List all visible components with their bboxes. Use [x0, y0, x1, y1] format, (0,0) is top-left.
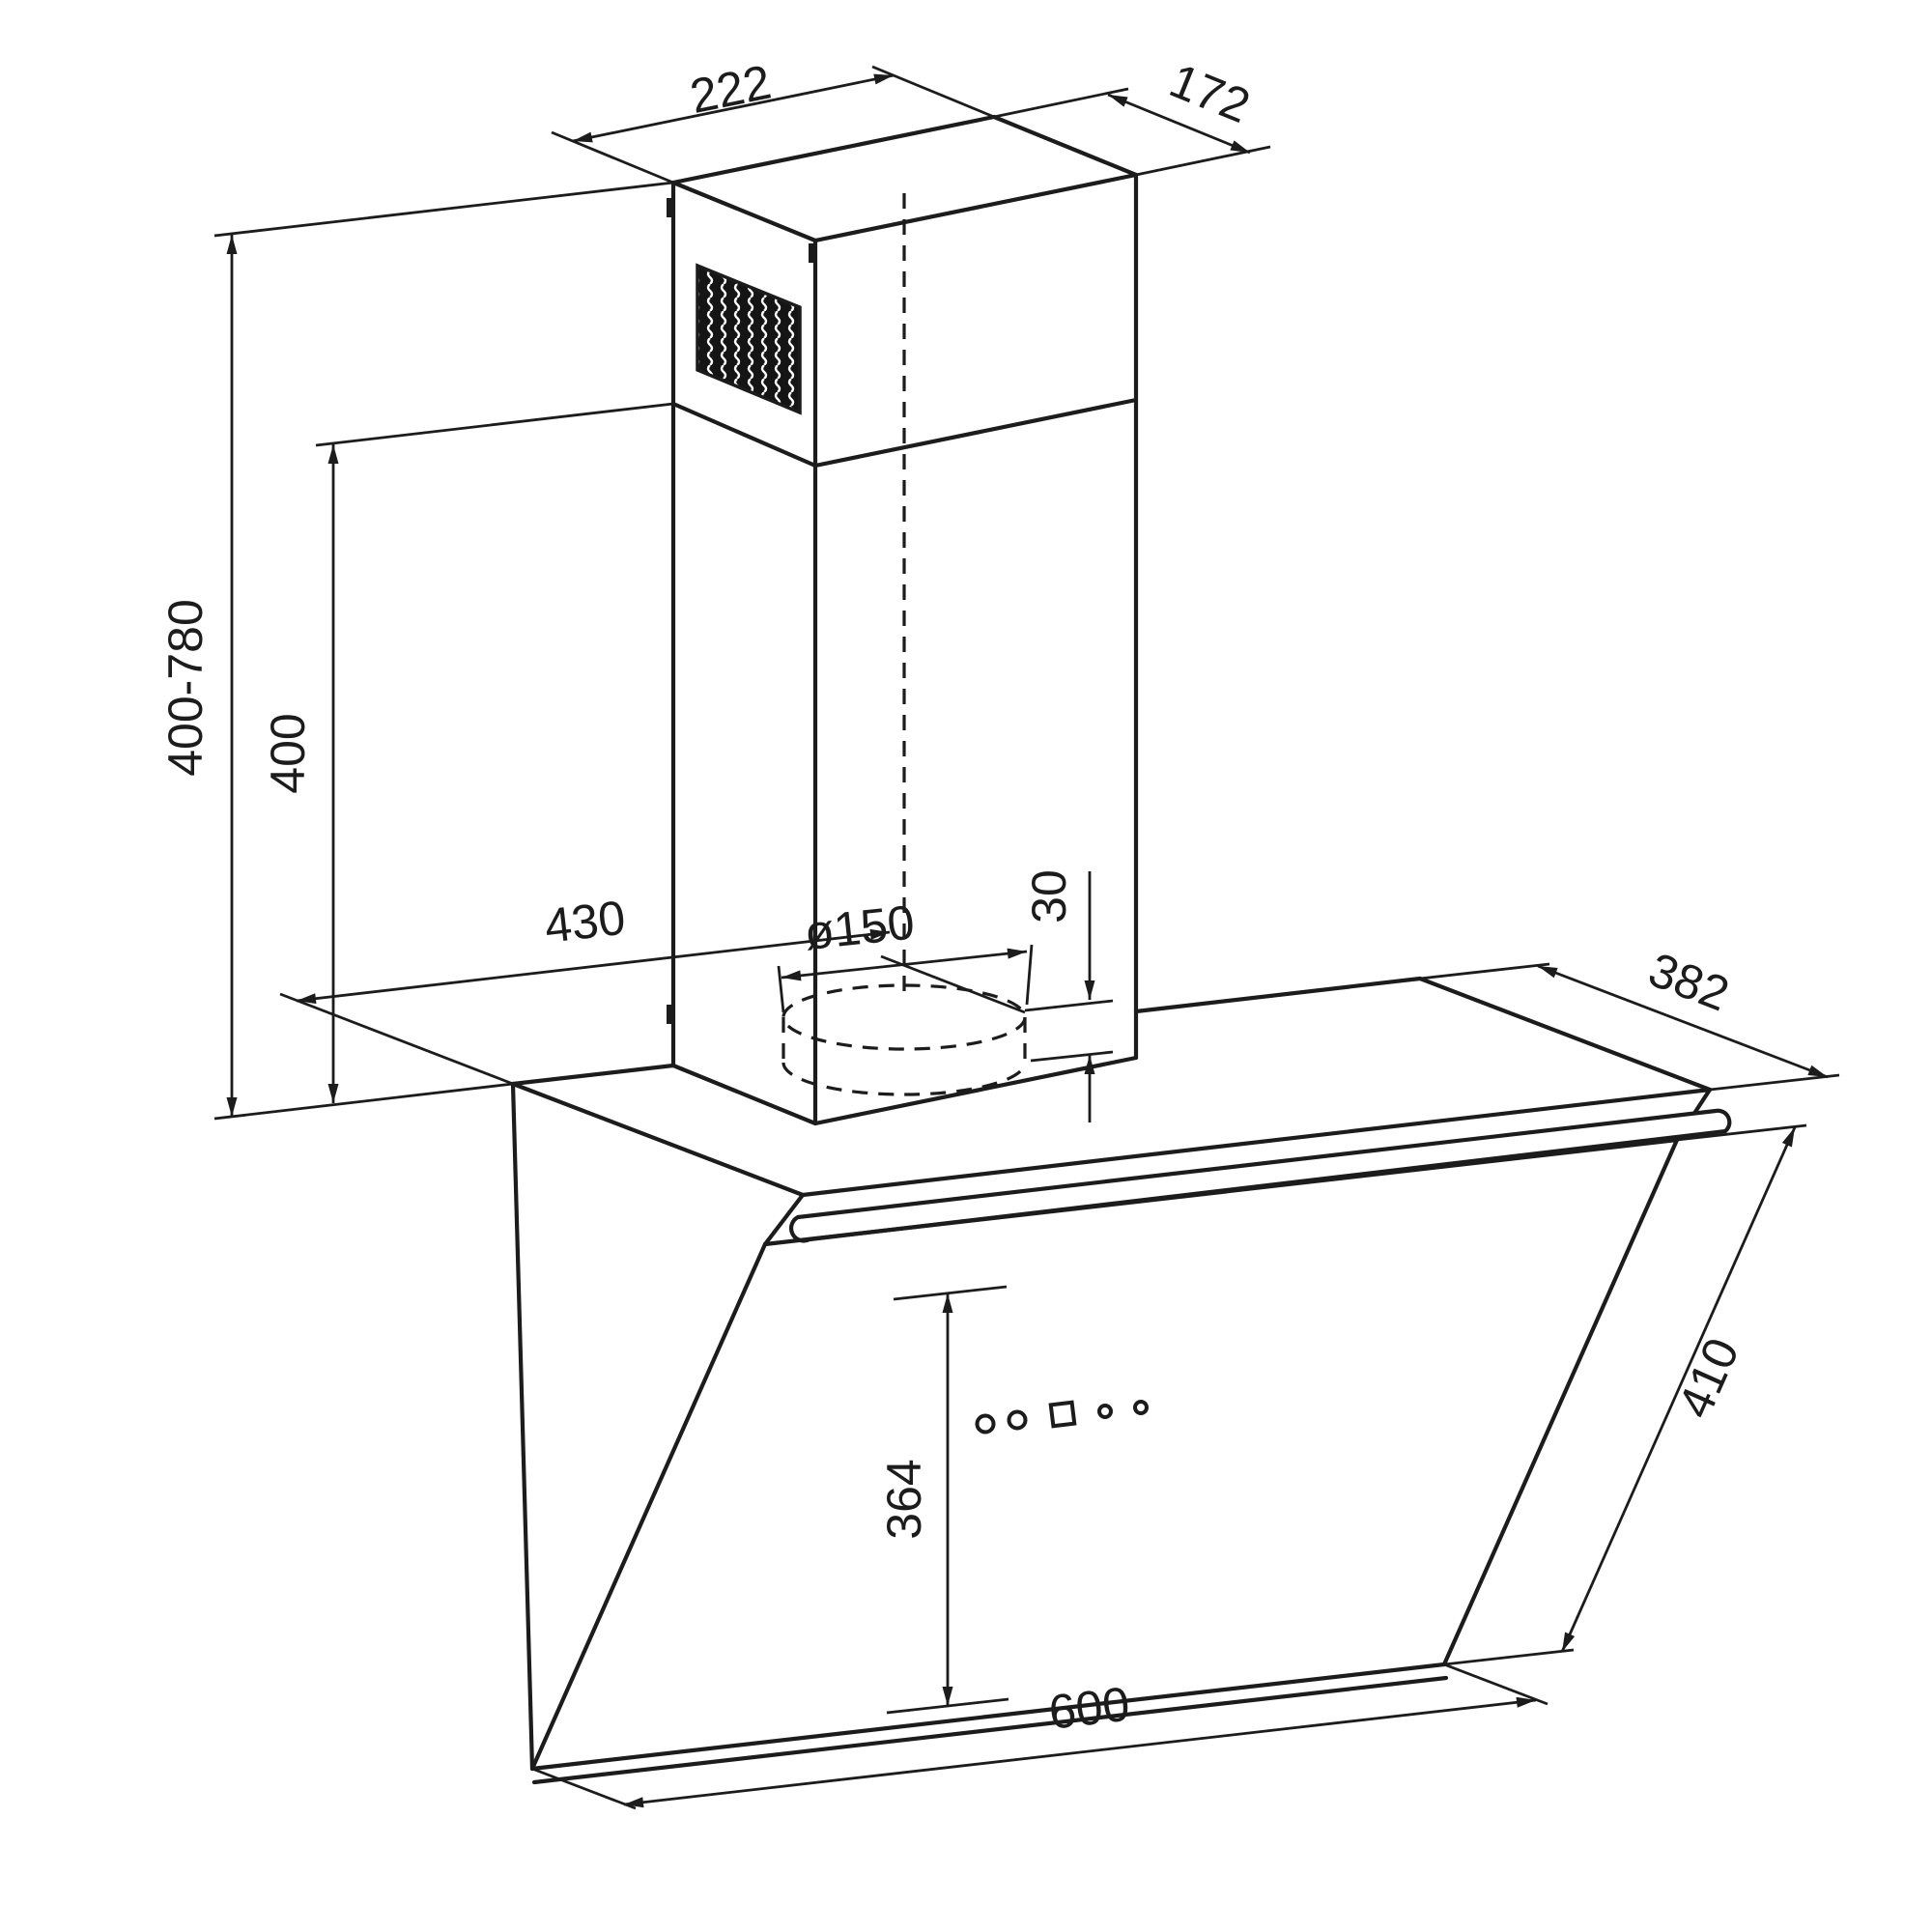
label-chimney-height-range: 400-780	[158, 599, 213, 777]
label-front-panel-height: 364	[877, 1459, 931, 1539]
label-lower-chimney-height: 400	[261, 713, 315, 793]
dim-line-222	[572, 73, 895, 143]
label-outlet-collar-height: 30	[1022, 869, 1076, 923]
dim-line-382	[1537, 964, 1829, 1079]
outlet-top-rim	[781, 983, 1027, 1051]
hood-top-plate	[510, 976, 1713, 1198]
control-button-2[interactable]	[1007, 1409, 1028, 1431]
label-top-depth: 382	[1641, 942, 1736, 1021]
handle-strip	[788, 1108, 1732, 1243]
label-chimney-width: 222	[686, 55, 776, 125]
dim-line-172	[1107, 93, 1251, 155]
extension-lines	[213, 65, 1840, 1810]
dim-line-600	[623, 1696, 1537, 1808]
dimension-labels: 222 172 400-780 400 430 ø150 30 382 410 …	[158, 53, 1749, 1740]
dim-line-150	[781, 948, 1028, 981]
dim-line-430	[296, 928, 891, 1005]
chimney-duct	[667, 114, 1139, 1126]
control-button-3[interactable]	[1097, 1404, 1113, 1419]
duct-outlet-hidden	[781, 193, 1027, 1096]
vent-grille	[696, 263, 802, 415]
dimension-lines	[226, 73, 1829, 1808]
mounting-tab-top	[667, 198, 675, 217]
label-hood-width: 600	[1046, 1677, 1132, 1740]
mounting-tab-bottom	[667, 1005, 675, 1024]
label-glass-panel-length: 410	[1667, 1330, 1749, 1426]
label-outlet-diameter: ø150	[802, 895, 917, 960]
control-button-1[interactable]	[975, 1413, 996, 1435]
outlet-base-rim	[781, 1062, 1027, 1096]
label-outlet-position: 430	[542, 891, 628, 953]
dim-line-410	[1560, 1126, 1797, 1653]
mounting-tab-front	[809, 243, 817, 263]
control-button-4[interactable]	[1133, 1400, 1149, 1415]
control-panel	[975, 1400, 1149, 1435]
power-button[interactable]	[1048, 1400, 1077, 1429]
